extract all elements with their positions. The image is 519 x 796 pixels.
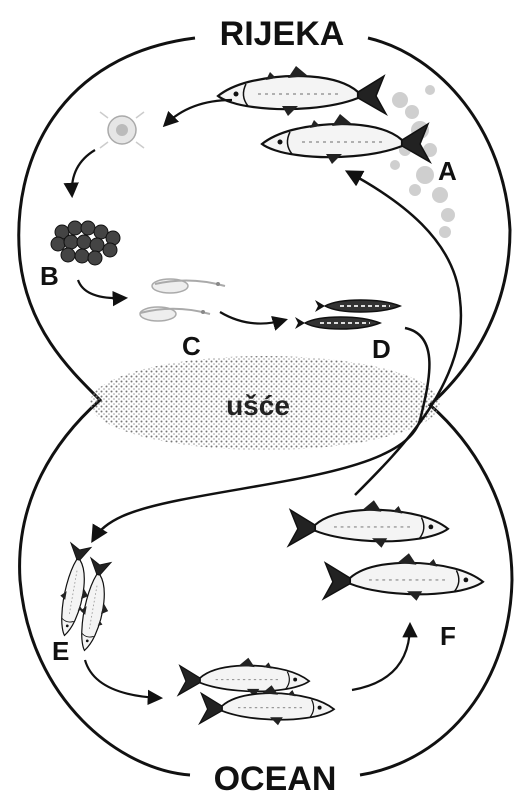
arrow-c-to-d [219,311,288,331]
arrow-b-to-c [76,279,129,307]
alevin-2 [139,306,211,322]
arrow-d-to-e [91,326,431,543]
alevin-1 [151,278,226,294]
egg-cluster [50,220,121,266]
stage-label-e: E [52,636,69,666]
adult-salmon-ocean-1 [287,499,450,549]
fry-1 [315,299,403,313]
adult-salmon-spawning-2 [260,112,432,166]
estuary-zone [90,356,440,450]
arrow-egg-to-b [63,149,96,199]
stage-label-b: B [40,261,59,291]
fry-2 [295,316,383,330]
stage-label-f: F [440,621,456,651]
adult-salmon-ocean-2 [322,552,485,602]
stage-label-a: A [438,156,457,186]
ocean-salmon-juvenile-1 [177,656,311,698]
arrow-juveniles-to-f [351,621,418,692]
ocean-label: OCEAN [214,760,337,796]
estuary-label: ušće [226,390,290,421]
arrow-a-to-egg [162,98,233,128]
arrow-e-to-juveniles [83,659,164,706]
ocean-salmon-juvenile-2 [198,684,335,727]
arrow-f-to-a [344,170,463,496]
river-label: RIJEKA [220,15,345,53]
fertilized-egg [99,111,145,149]
stage-label-d: D [372,334,391,364]
stage-label-c: C [182,331,201,361]
adult-salmon-spawning-1 [216,64,388,118]
